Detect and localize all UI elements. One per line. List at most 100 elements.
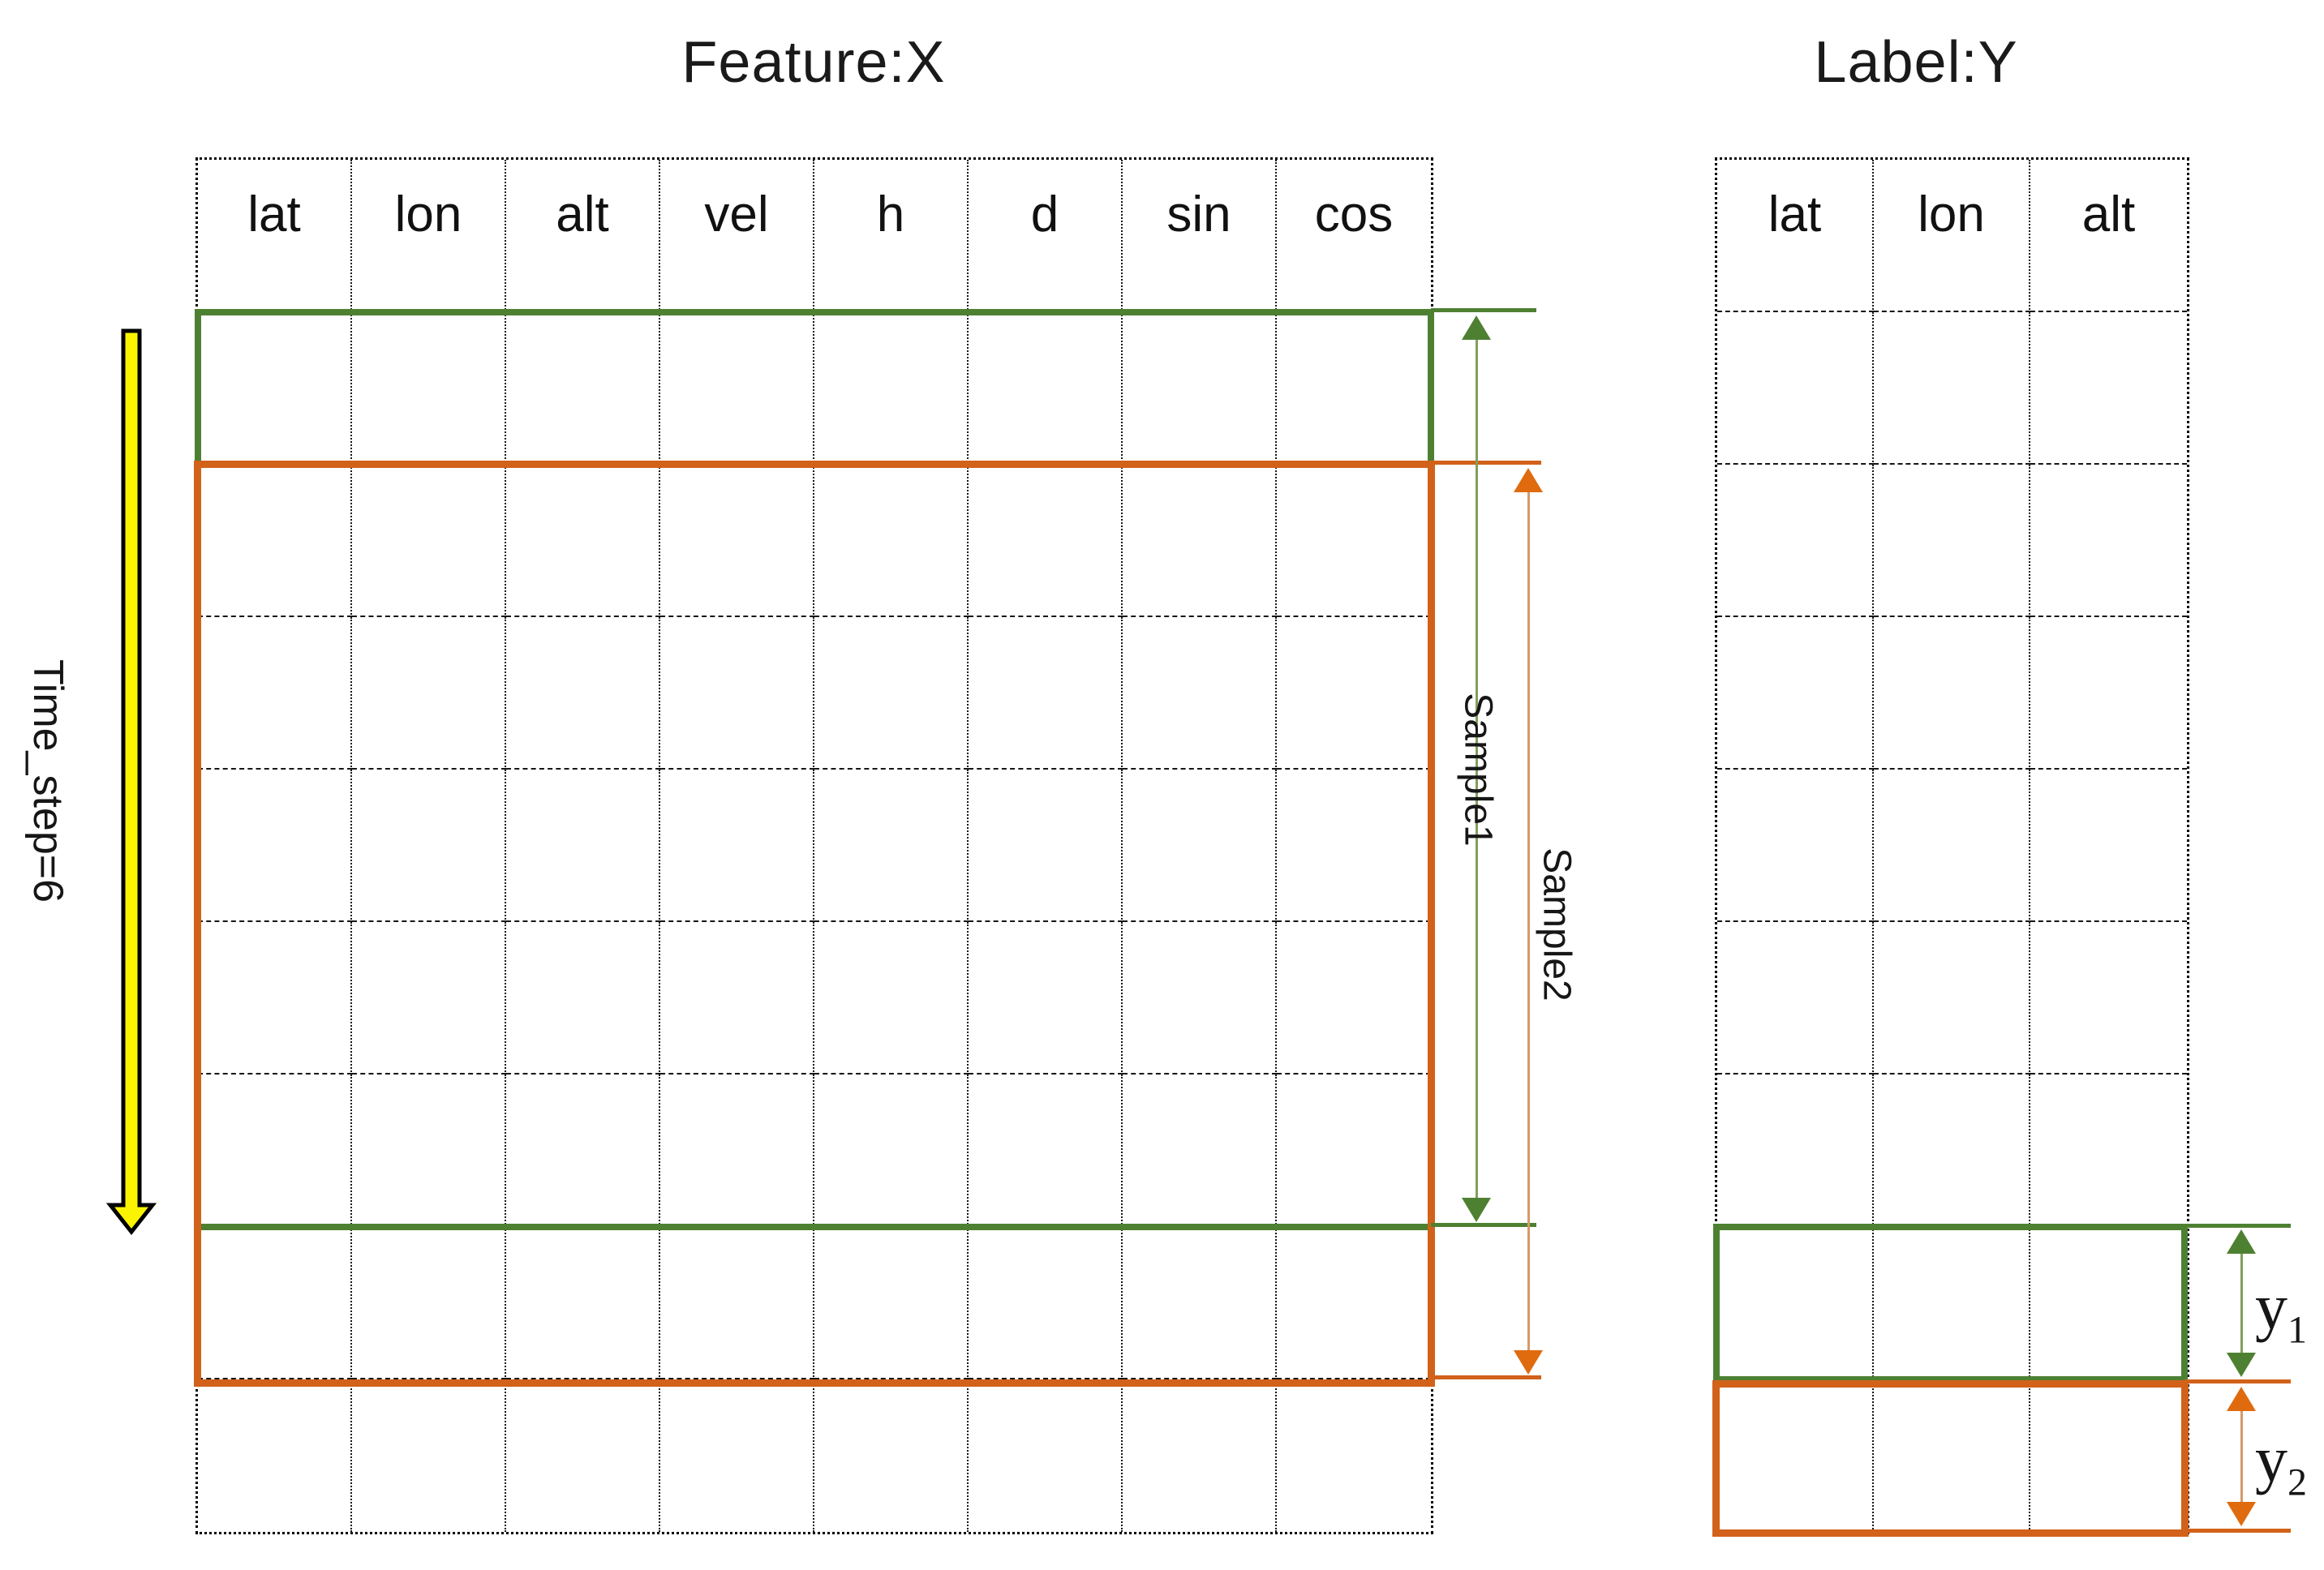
grid-cell (969, 1379, 1123, 1532)
column-header-d: d (969, 160, 1123, 312)
grid-cell (506, 1227, 660, 1379)
grid-cell (969, 1227, 1123, 1379)
grid-cell (1277, 1379, 1431, 1532)
grid-cell (1717, 1075, 1874, 1227)
grid-cell (1874, 617, 2030, 770)
grid-cell (1277, 922, 1431, 1075)
y2-window-rect (1712, 1380, 2189, 1537)
y1-top-extension-line (2184, 1224, 2291, 1228)
grid-cell (814, 465, 969, 617)
grid-cell (1123, 465, 1277, 617)
grid-cell (969, 617, 1123, 770)
grid-cell (2030, 617, 2187, 770)
grid-cell (814, 1227, 969, 1379)
grid-cell (814, 770, 969, 922)
grid-cell (814, 1379, 969, 1532)
arrow-down-icon (1514, 1350, 1543, 1375)
y1-label: y1 (2255, 1272, 2307, 1352)
grid-cell (352, 465, 506, 617)
grid-cell (1717, 312, 1874, 465)
grid-cell (1123, 1379, 1277, 1532)
grid-cell (506, 617, 660, 770)
sample2-window-rect (194, 461, 1435, 1387)
column-header-sin: sin (1123, 160, 1277, 312)
y2-range-arrow (2227, 1387, 2256, 1526)
grid-cell (1874, 465, 2030, 617)
grid-cell (198, 617, 352, 770)
grid-cell (1717, 1379, 1874, 1532)
column-header-lat: lat (198, 160, 352, 312)
grid-cell (2030, 312, 2187, 465)
arrow-down-icon (2227, 1502, 2256, 1526)
column-header-lon: lon (352, 160, 506, 312)
grid-cell (969, 465, 1123, 617)
grid-cell (198, 1227, 352, 1379)
feature-table-title: Feature:X (681, 30, 946, 95)
grid-cell (660, 465, 814, 617)
grid-cell (1717, 465, 1874, 617)
sample2-label: Sample2 (1535, 847, 1579, 1002)
y1-bottom-extension-line (2184, 1379, 2291, 1383)
grid-cell (1717, 770, 1874, 922)
column-header-alt: alt (506, 160, 660, 312)
grid-cell (352, 617, 506, 770)
arrow-up-icon (1462, 315, 1491, 340)
grid-cell (1277, 465, 1431, 617)
sample2-bottom-extension-line (1431, 1375, 1541, 1379)
sample1-label: Sample1 (1456, 693, 1500, 847)
grid-cell (660, 922, 814, 1075)
y1-window-rect (1713, 1224, 2188, 1383)
sample2-range-arrow (1514, 468, 1543, 1375)
grid-cell (1717, 922, 1874, 1075)
grid-cell (198, 922, 352, 1075)
grid-cell (198, 1379, 352, 1532)
arrow-down-icon (2227, 1353, 2256, 1377)
column-header-h: h (814, 160, 969, 312)
grid-cell (352, 1379, 506, 1532)
grid-cell (1874, 770, 2030, 922)
grid-cell (660, 1379, 814, 1532)
grid-cell (2030, 465, 2187, 617)
column-header-lon: lon (1874, 160, 2030, 312)
grid-cell (1277, 1227, 1431, 1379)
grid-cell (1874, 922, 2030, 1075)
grid-cell (814, 922, 969, 1075)
grid-cell (1123, 1227, 1277, 1379)
grid-cell (1874, 312, 2030, 465)
grid-cell (660, 617, 814, 770)
grid-cell (506, 770, 660, 922)
grid-cell (1717, 617, 1874, 770)
y2-bottom-extension-line (2184, 1529, 2291, 1533)
grid-cell (1123, 770, 1277, 922)
grid-cell (969, 770, 1123, 922)
grid-cell (1277, 617, 1431, 770)
sample1-range-arrow (1462, 315, 1491, 1222)
column-header-cos: cos (1277, 160, 1431, 312)
grid-cell (352, 922, 506, 1075)
grid-cell (2030, 922, 2187, 1075)
grid-cell (1874, 1075, 2030, 1227)
sample1-bottom-extension-line (1431, 1223, 1536, 1227)
column-header-alt: alt (2030, 160, 2187, 312)
column-header-lat: lat (1717, 160, 1874, 312)
grid-cell (506, 922, 660, 1075)
time-axis-arrow-icon (105, 328, 157, 1236)
y1-range-arrow (2227, 1229, 2256, 1377)
sample1-top-extension-line (1431, 308, 1536, 312)
grid-cell (1874, 1379, 2030, 1532)
grid-cell (660, 1227, 814, 1379)
y2-label: y2 (2255, 1424, 2307, 1504)
grid-cell (814, 617, 969, 770)
arrow-down-icon (1462, 1198, 1491, 1222)
arrow-up-icon (2227, 1387, 2256, 1411)
grid-cell (506, 465, 660, 617)
column-header-vel: vel (660, 160, 814, 312)
arrow-up-icon (2227, 1229, 2256, 1254)
label-table-title: Label:Y (1814, 30, 2018, 95)
grid-cell (352, 770, 506, 922)
grid-cell (969, 922, 1123, 1075)
grid-cell (2030, 1075, 2187, 1227)
grid-cell (352, 1227, 506, 1379)
